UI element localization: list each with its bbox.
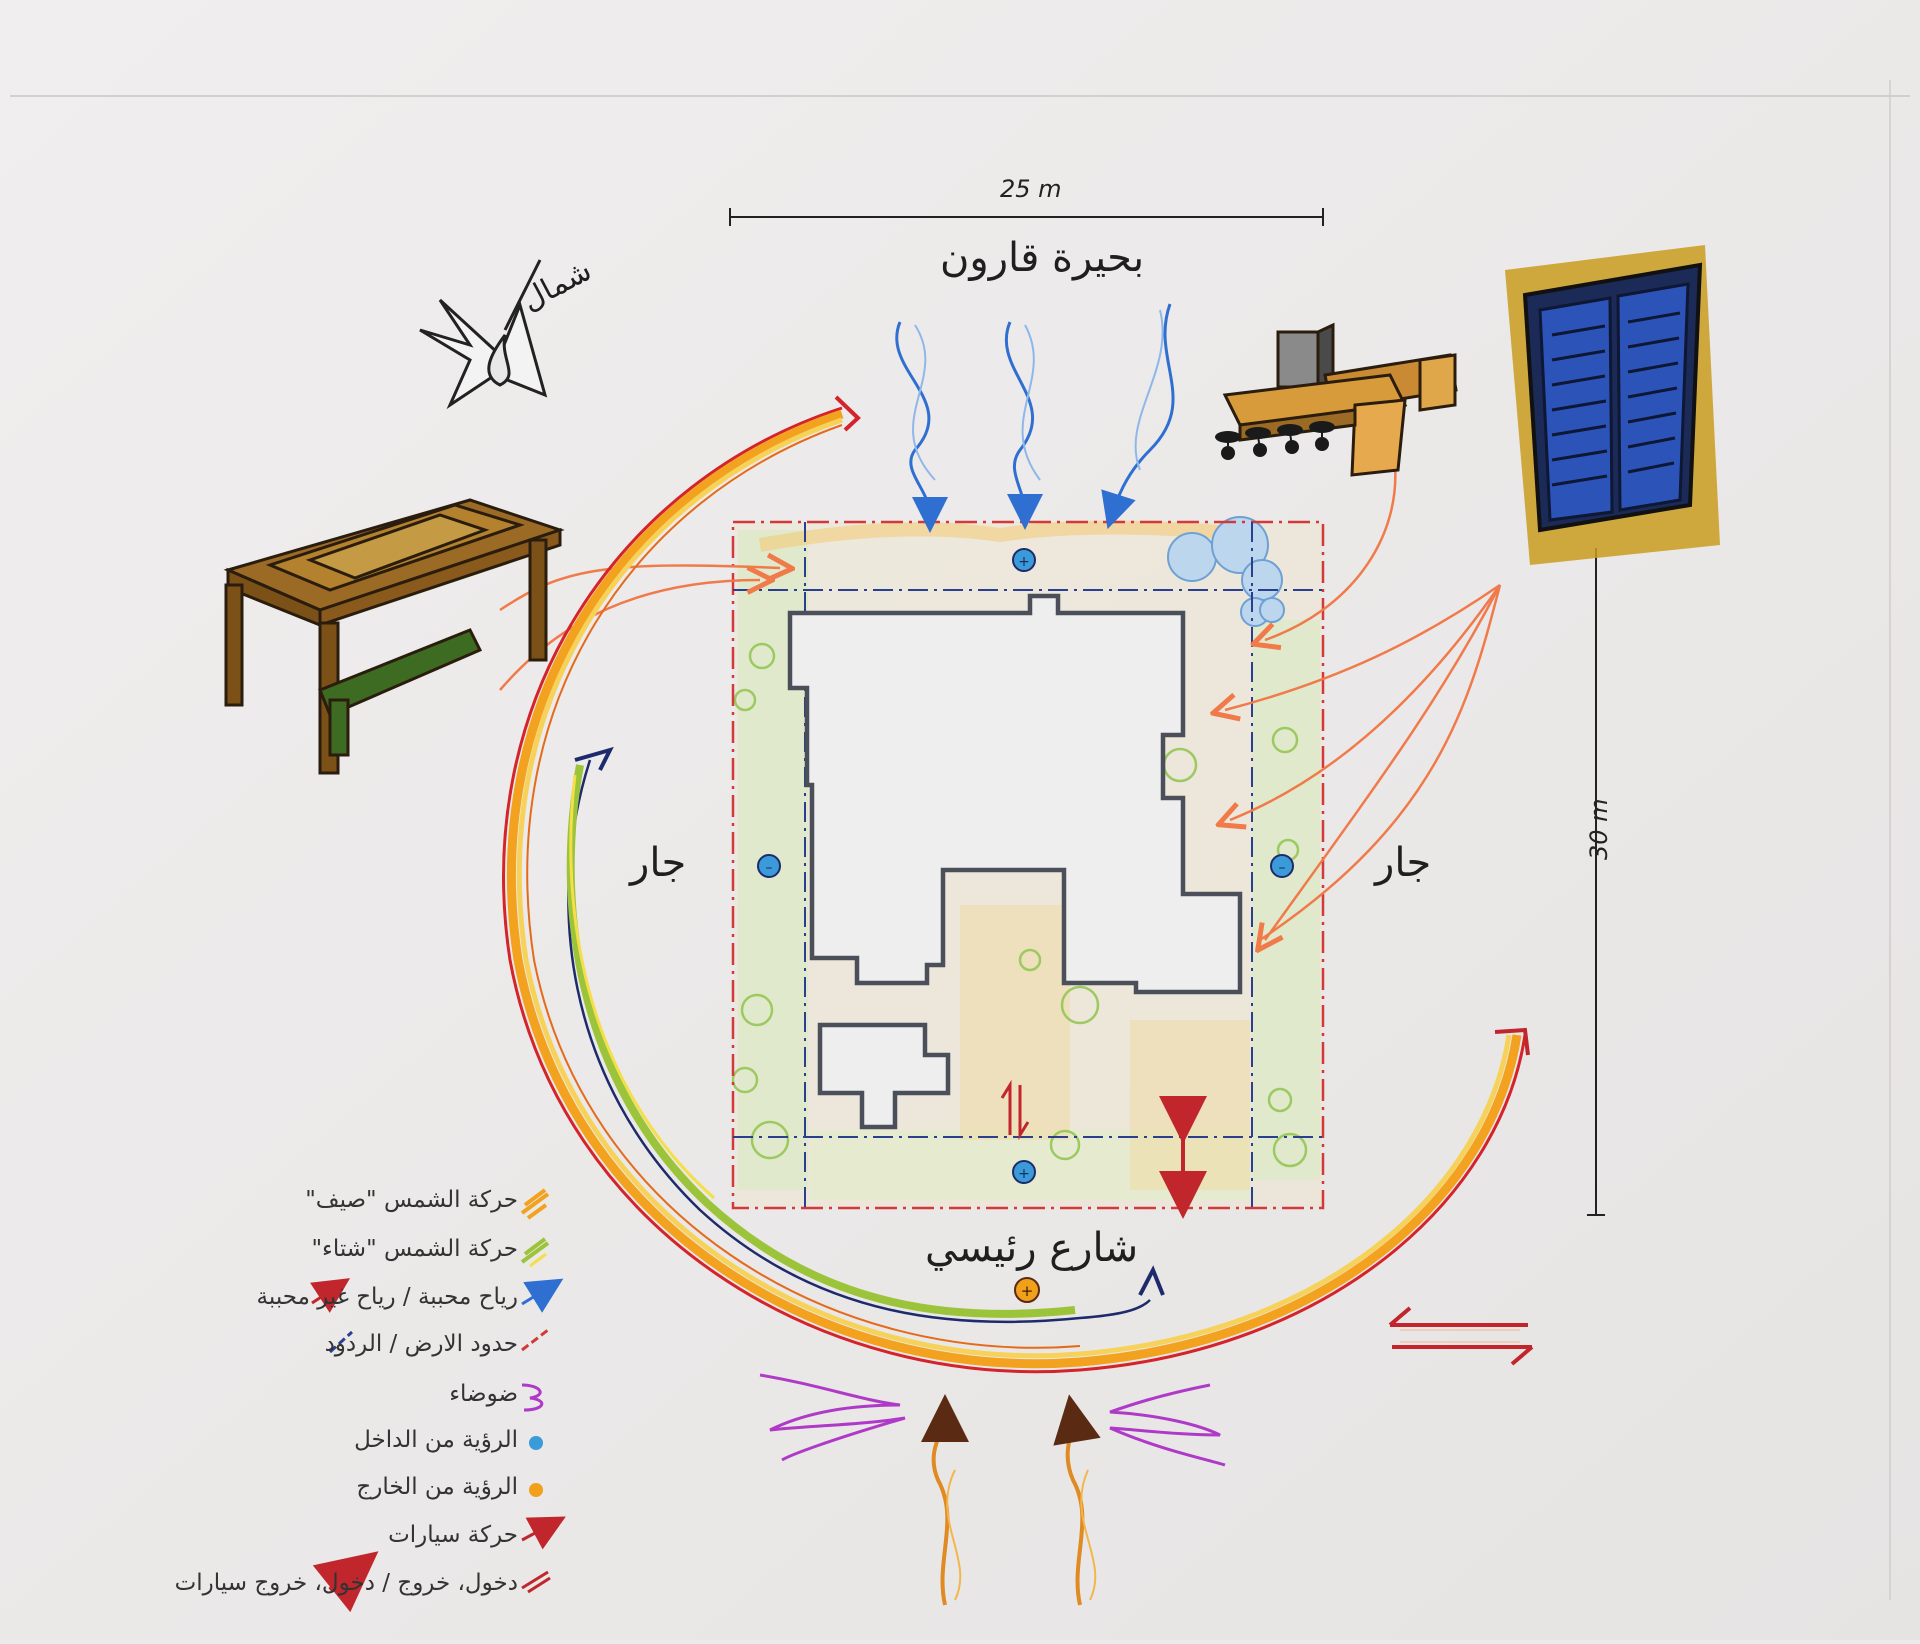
legend-item: رياح محببة / رياح غير محببة	[140, 1280, 560, 1320]
winter-sun-arrow-start	[574, 746, 614, 771]
legend-item: حركة سيارات	[140, 1518, 560, 1558]
noise-left	[759, 1373, 906, 1462]
entrance-arrows	[920, 1394, 1101, 1606]
legend-entry-icon	[312, 1551, 551, 1613]
legend-item: الرؤية من الداخل	[140, 1423, 560, 1463]
legend-item: الرؤية من الخارج	[140, 1470, 560, 1510]
left-neighbor-label: جار	[630, 840, 687, 886]
noise-right	[1109, 1383, 1226, 1467]
legend-item-label: رياح محببة / رياح غير محببة	[256, 1284, 518, 1310]
svg-text:+: +	[1018, 554, 1030, 570]
svg-text:+: +	[1021, 1282, 1034, 1300]
annex-building-footprint	[817, 1022, 951, 1130]
lake-label: بحيرة قارون	[940, 235, 1145, 281]
legend-item: دخول، خروج / دخول، خروج سيارات	[140, 1566, 560, 1606]
legend-item-label: الرؤية من الخارج	[356, 1474, 518, 1500]
view-inside-marker-right: –	[1270, 854, 1294, 878]
legend-item-label: الرؤية من الداخل	[354, 1427, 518, 1453]
window-sketch-icon	[1505, 245, 1720, 565]
legend-car-icon	[521, 1516, 566, 1550]
svg-text:–: –	[766, 860, 773, 876]
view-outside-marker: +	[1014, 1277, 1040, 1303]
summer-sun-path	[502, 406, 1527, 1374]
width-dimension	[729, 208, 1324, 226]
legend-orange-dot-icon	[529, 1483, 543, 1497]
legend-item: حدود الارض / الردود	[140, 1327, 560, 1367]
main-street-label: شارع رئيسي	[925, 1225, 1139, 1271]
height-dimension	[1587, 548, 1605, 1216]
legend-wind-icon	[310, 1278, 564, 1313]
legend-winter-icon	[520, 1237, 550, 1268]
legend-item: حركة الشمس "صيف"	[140, 1183, 560, 1223]
legend-item-label: حركة الشمس "شتاء"	[311, 1236, 518, 1262]
view-inside-marker-top: +	[1012, 548, 1036, 572]
desirable-wind-strands	[912, 309, 1164, 481]
legend-item: حركة الشمس "شتاء"	[140, 1232, 560, 1272]
width-dimension-label: 25 m	[1000, 175, 1062, 203]
right-neighbor-label: جار	[1375, 840, 1432, 886]
svg-text:–: –	[1279, 860, 1286, 876]
summer-sun-arrow-end	[1494, 1027, 1530, 1056]
pergola-sketch-icon	[223, 498, 565, 775]
svg-text:+: +	[1018, 1166, 1030, 1182]
undesirable-wind-arrows	[499, 464, 1502, 940]
property-boundary	[731, 520, 1325, 1210]
pedestrian-entry-exit-arrow	[1000, 1079, 1030, 1141]
legend-item-label: ضوضاء	[449, 1381, 518, 1407]
summer-sun-arrow-start	[834, 395, 861, 432]
legend-noise-icon	[521, 1383, 544, 1412]
legend-item: ضوضاء	[140, 1377, 560, 1417]
legend-symbols	[310, 1188, 566, 1613]
height-dimension-label: 30 m	[1585, 798, 1613, 860]
car-traffic-arrows	[1388, 1306, 1534, 1366]
legend-item-label: دخول، خروج / دخول، خروج سيارات	[174, 1570, 518, 1596]
view-inside-marker-bottom: +	[1012, 1160, 1036, 1184]
winter-sun-arrow-end	[1138, 1265, 1165, 1296]
legend-item-label: حركة الشمس "صيف"	[305, 1187, 518, 1213]
legend-item-label: حركة سيارات	[388, 1522, 518, 1548]
legend-item-label: حدود الارض / الردود	[324, 1331, 518, 1357]
view-inside-marker-left: –	[757, 854, 781, 878]
furniture-sketch-icon	[1215, 322, 1458, 477]
winter-sun-path	[566, 759, 1151, 1324]
legend-boundary-icon	[328, 1328, 549, 1354]
car-traffic-arrows-inner	[1400, 1329, 1520, 1343]
north-arrow-icon	[419, 259, 548, 410]
legend-blue-dot-icon	[529, 1436, 543, 1450]
main-building-footprint	[787, 593, 1243, 995]
desirable-wind-arrows	[895, 303, 1175, 533]
legend-summer-icon	[520, 1188, 550, 1220]
